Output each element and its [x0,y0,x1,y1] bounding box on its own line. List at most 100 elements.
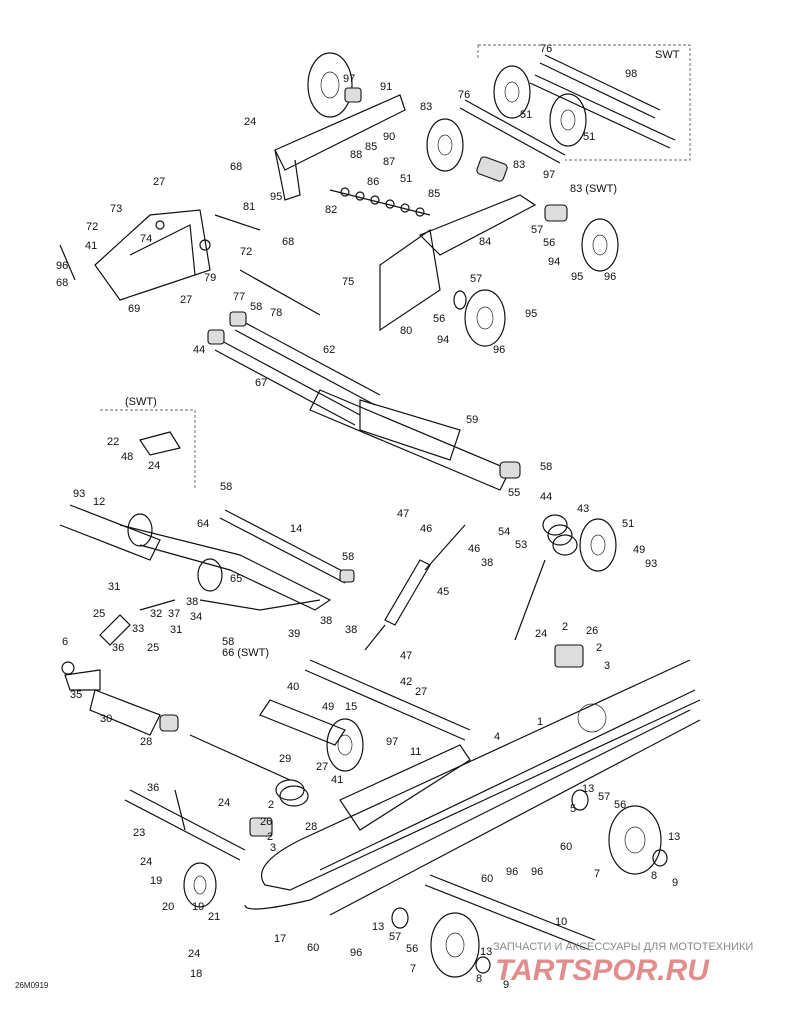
callout-29: 29 [279,753,291,765]
callout-22: 22 [107,436,119,448]
callout-51: 51 [520,109,532,121]
callout-2: 2 [596,642,602,654]
callout-24: 24 [148,460,160,472]
label-83-swt: 83 (SWT) [570,183,617,195]
wheel-group-top [307,52,587,172]
callout-7: 7 [410,963,416,975]
callout-56: 56 [433,313,445,325]
watermark-line1: ЗАПЧАСТИ И АКСЕССУАРЫ ДЛЯ МОТОТЕХНИКИ [493,941,753,953]
spring-and-wheel-right [514,514,617,641]
callout-93: 93 [73,488,85,500]
callout-97: 97 [343,73,355,85]
callout-38: 38 [320,615,332,627]
callout-96: 96 [604,271,616,283]
swt-small-bracket [100,409,196,490]
callout-2: 2 [267,831,273,843]
callout-41: 41 [85,240,97,252]
callout-51: 51 [622,518,634,530]
callout-25: 25 [147,642,159,654]
callout-56: 56 [406,943,418,955]
callout-68: 68 [56,277,68,289]
callout-58: 58 [222,636,234,648]
callout-24: 24 [140,856,152,868]
callout-96: 96 [506,866,518,878]
callout-69: 69 [128,303,140,315]
callout-54: 54 [498,526,510,538]
callout-97: 97 [543,169,555,181]
callout-58: 58 [342,551,354,563]
callout-8: 8 [651,870,657,882]
callout-88: 88 [350,149,362,161]
callout-58: 58 [250,301,262,313]
callout-45: 45 [437,586,449,598]
callout-57: 57 [531,224,543,236]
callout-65: 65 [230,573,242,585]
lower-left-small-parts [61,599,179,736]
label-swt-bracket: (SWT) [125,396,157,408]
callout-86: 86 [367,176,379,188]
callout-76: 76 [458,89,470,101]
callout-90: 90 [383,131,395,143]
label-swt-top: SWT [655,49,680,61]
callout-72: 72 [86,221,98,233]
callout-74: 74 [140,233,152,245]
callout-95: 95 [525,308,537,320]
callout-5: 5 [570,803,576,815]
callout-67: 67 [255,377,267,389]
callout-28: 28 [140,736,152,748]
callout-2: 2 [562,621,568,633]
callout-75: 75 [342,276,354,288]
callout-15: 15 [345,701,357,713]
callout-38: 38 [481,557,493,569]
callout-85: 85 [428,188,440,200]
callout-44: 44 [193,344,205,356]
callout-78: 78 [270,307,282,319]
callout-60: 60 [481,873,493,885]
callout-37: 37 [168,608,180,620]
callout-31: 31 [170,624,182,636]
callout-96: 96 [56,260,68,272]
callout-41: 41 [331,774,343,786]
callout-96: 96 [531,866,543,878]
callout-60: 60 [560,841,572,853]
callout-30: 30 [100,713,112,725]
callout-72: 72 [240,246,252,258]
rear-axle-and-wheels [391,789,668,978]
callout-93: 93 [645,558,657,570]
callout-60: 60 [307,942,319,954]
callout-24: 24 [188,948,200,960]
callout-32: 32 [150,608,162,620]
callout-34: 34 [190,611,202,623]
callout-8: 8 [476,973,482,985]
callout-2: 2 [268,799,274,811]
callout-55: 55 [508,487,520,499]
label-66-swt: 66 (SWT) [222,647,269,659]
callout-68: 68 [282,236,294,248]
callout-57: 57 [389,931,401,943]
swt-dashed-frame [477,44,691,161]
callout-48: 48 [121,451,133,463]
callout-1: 1 [537,716,543,728]
callout-24: 24 [535,628,547,640]
callout-83: 83 [420,101,432,113]
shock-absorber [364,524,466,651]
callout-27: 27 [180,294,192,306]
callout-57: 57 [598,791,610,803]
callout-62: 62 [323,344,335,356]
rear-arm [189,659,471,831]
callout-46: 46 [468,543,480,555]
callout-38: 38 [345,624,357,636]
callout-28: 28 [305,821,317,833]
callout-13: 13 [668,831,680,843]
upper-arm-assembly [274,94,568,332]
callout-91: 91 [380,81,392,93]
callout-26: 26 [586,625,598,637]
callout-19: 19 [150,875,162,887]
callout-23: 23 [133,827,145,839]
swt-rods [459,54,676,164]
callout-64: 64 [197,518,209,530]
callout-21: 21 [208,911,220,923]
callout-12: 12 [93,496,105,508]
callout-14: 14 [290,523,302,535]
